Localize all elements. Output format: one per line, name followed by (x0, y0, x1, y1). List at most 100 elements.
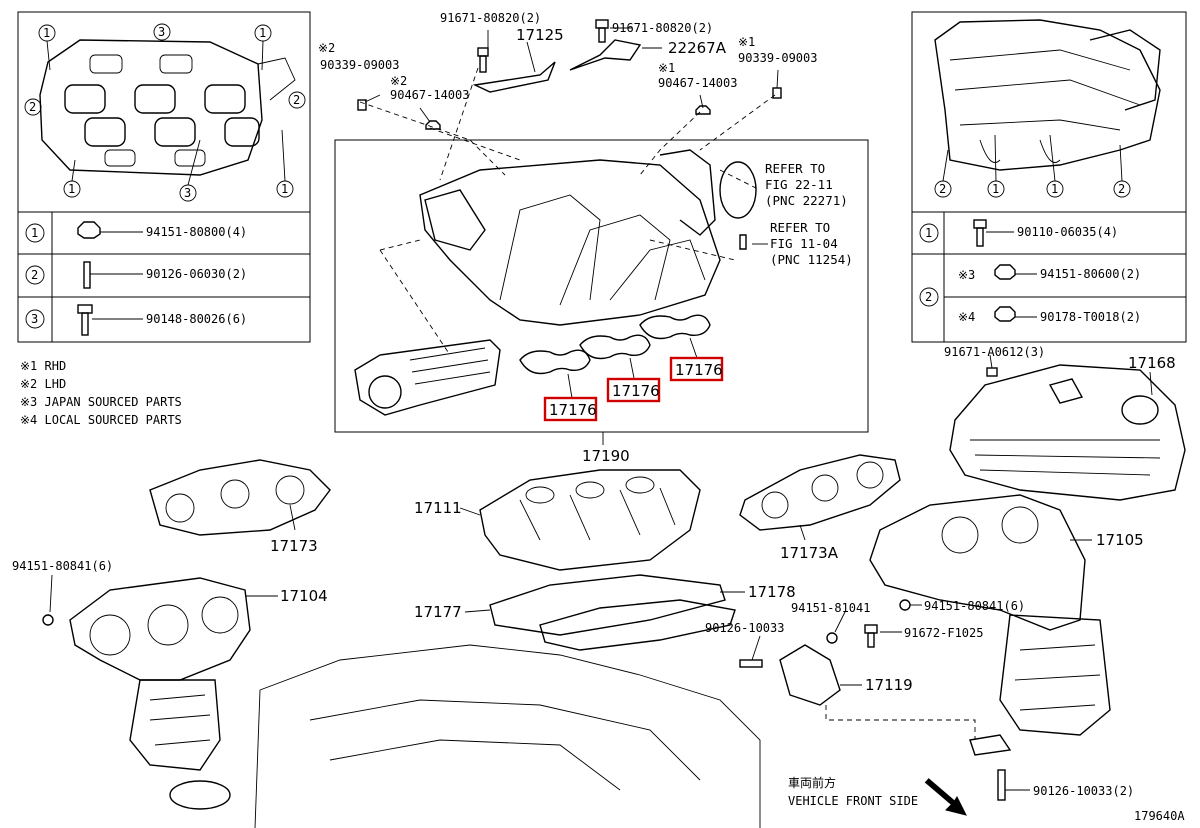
right-table-part-3: 90178-T0018(2) (1040, 310, 1141, 324)
svg-text:17105: 17105 (1096, 531, 1144, 549)
svg-text:(PNC 11254): (PNC 11254) (770, 252, 853, 267)
svg-text:1: 1 (925, 226, 932, 240)
bolt-icon (986, 367, 998, 377)
nut-icon (695, 105, 711, 115)
right-table-part-1: 90110-06035(4) (1017, 225, 1118, 239)
right-table-part-2: 94151-80600(2) (1040, 267, 1141, 281)
svg-text:17125: 17125 (516, 26, 564, 44)
left-detail-box (17, 11, 311, 343)
svg-text:17178: 17178 (748, 583, 796, 601)
front-label-jp: 車両前方 (788, 775, 836, 790)
svg-text:※1: ※1 (658, 61, 675, 75)
svg-text:90467-14003: 90467-14003 (390, 88, 469, 102)
svg-text:REFER TO: REFER TO (765, 161, 825, 176)
left-parts-table: 1 2 3 94151-80800(4) 90126-06030(2) 9014… (25, 221, 247, 336)
svg-text:91672-F1025: 91672-F1025 (904, 626, 983, 640)
svg-text:※1: ※1 (738, 35, 755, 49)
footnotes: ※1 RHD ※2 LHD ※3 JAPAN SOURCED PARTS ※4 … (20, 359, 182, 427)
bolt-icon (477, 47, 489, 57)
svg-text:91671-80820(2): 91671-80820(2) (612, 21, 713, 35)
vehicle-front-indicator: 車両前方 VEHICLE FRONT SIDE (788, 775, 967, 816)
svg-text:17168: 17168 (1128, 354, 1176, 372)
svg-text:22267A: 22267A (668, 39, 727, 57)
nut-icon (42, 614, 54, 626)
svg-text:※2: ※2 (390, 74, 407, 88)
svg-text:91671-80820(2): 91671-80820(2) (440, 11, 541, 25)
svg-text:1: 1 (68, 182, 75, 196)
left-callouts: 1 1 3 2 2 1 3 1 (24, 23, 306, 202)
bolt-icon (595, 19, 609, 29)
exhaust-manifold-17105 (869, 494, 1111, 756)
upper-manifold-top-view (39, 39, 296, 176)
svg-text:2: 2 (939, 182, 946, 196)
gasket-17173 (149, 459, 331, 536)
highlight-17176-c[interactable]: 17176 (669, 356, 724, 382)
svg-text:※3 JAPAN SOURCED PARTS: ※3 JAPAN SOURCED PARTS (20, 395, 182, 409)
gaskets-17177-17178 (464, 574, 745, 651)
top-hardware (357, 19, 782, 130)
right-detail-box (911, 11, 1187, 343)
svg-text:3: 3 (184, 186, 191, 200)
bolt-icon (973, 219, 987, 229)
svg-text:※1 RHD: ※1 RHD (20, 359, 66, 373)
lower-manifold-17111 (459, 469, 701, 571)
svg-text:FIG 22-11: FIG 22-11 (765, 177, 833, 192)
main-assembly-label: 17190 (582, 447, 630, 465)
svg-text:1: 1 (992, 182, 999, 196)
svg-text:1: 1 (259, 26, 266, 40)
svg-text:17173A: 17173A (780, 544, 839, 562)
svg-text:3: 3 (158, 25, 165, 39)
bracket-17119 (739, 599, 1030, 801)
bracket-22267A (569, 39, 642, 71)
intake-gaskets-17176 (519, 314, 711, 399)
nut-icon (994, 306, 1016, 322)
front-label-en: VEHICLE FRONT SIDE (788, 794, 918, 808)
bolt-icon (77, 304, 93, 314)
svg-text:17176: 17176 (549, 401, 597, 419)
left-table-part-3: 90148-80026(6) (146, 312, 247, 326)
intake-manifold (419, 149, 757, 326)
svg-text:90467-14003: 90467-14003 (658, 76, 737, 90)
exhaust-manifold-17104 (42, 574, 278, 810)
svg-text:2: 2 (29, 100, 36, 114)
front-arrow-icon (924, 781, 967, 816)
diagram-id: 179640A (1134, 809, 1185, 823)
svg-text:90339-09003: 90339-09003 (738, 51, 817, 65)
top-labels: 91671-80820(2) 91671-80820(2) 17125 2226… (318, 11, 853, 267)
plug-icon (357, 99, 367, 111)
svg-text:17176: 17176 (675, 361, 723, 379)
right-callouts: 2 1 1 2 (934, 134, 1131, 198)
svg-text:REFER TO: REFER TO (770, 220, 830, 235)
svg-text:※2 LHD: ※2 LHD (20, 377, 66, 391)
plug-icon (772, 87, 782, 99)
intake-manifold-assembly-box (334, 139, 869, 433)
svg-text:91671-A0612(3): 91671-A0612(3) (944, 345, 1045, 359)
svg-text:※2: ※2 (318, 41, 335, 55)
intake-plenum-side-view (934, 19, 1161, 171)
svg-text:※4 LOCAL SOURCED PARTS: ※4 LOCAL SOURCED PARTS (20, 413, 182, 427)
left-table-part-1: 94151-80800(4) (146, 225, 247, 239)
svg-text:3: 3 (31, 312, 38, 326)
svg-text:94151-80841(6): 94151-80841(6) (12, 559, 113, 573)
svg-text:17176: 17176 (612, 382, 660, 400)
nut-icon (899, 599, 911, 611)
sensor-icon (739, 234, 747, 250)
svg-text:(PNC 22271): (PNC 22271) (765, 193, 848, 208)
callout: 1 (43, 26, 50, 40)
svg-text:※4: ※4 (958, 310, 975, 324)
highlight-17176-b[interactable]: 17176 (606, 377, 661, 403)
svg-text:90339-09003: 90339-09003 (320, 58, 399, 72)
stud-icon (83, 261, 91, 289)
svg-text:94151-80841(6): 94151-80841(6) (924, 599, 1025, 613)
svg-text:1: 1 (1051, 182, 1058, 196)
highlight-17176-a[interactable]: 17176 (543, 396, 598, 422)
svg-text:17119: 17119 (865, 676, 913, 694)
svg-text:2: 2 (31, 268, 38, 282)
gasket-17173A (739, 454, 901, 541)
stud-icon (997, 769, 1006, 801)
throttle-body (354, 339, 501, 416)
svg-text:90126-10033: 90126-10033 (705, 621, 784, 635)
svg-text:2: 2 (1118, 182, 1125, 196)
heat-shield-17168 (949, 354, 1186, 501)
